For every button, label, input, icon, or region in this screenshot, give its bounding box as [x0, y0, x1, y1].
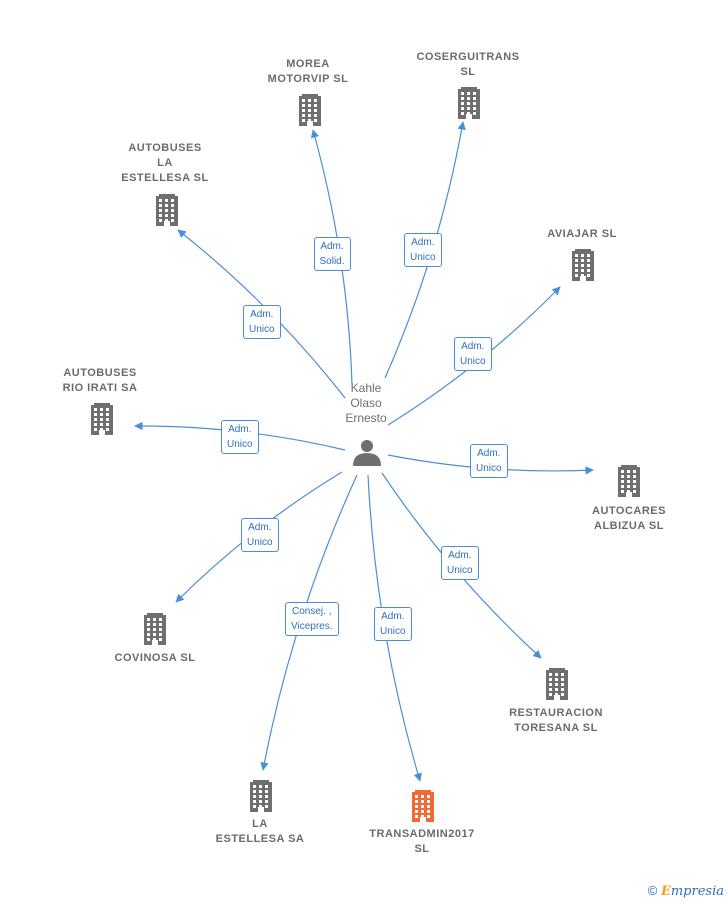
role-box-restauracion-toresana: Adm. Unico — [441, 546, 479, 580]
building-icon-autobuses-la-estellesa[interactable] — [156, 194, 178, 226]
company-label-la-estellesa[interactable]: LA ESTELLESA SA — [215, 818, 305, 845]
role-box-covinosa: Adm. Unico — [241, 518, 279, 552]
building-icon-transadmin2017[interactable] — [412, 790, 434, 822]
company-label-covinosa[interactable]: COVINOSA SL — [114, 652, 196, 664]
role-box-aviajar: Adm. Unico — [454, 337, 492, 371]
role-box-coserguitrans: Adm. Unico — [404, 233, 442, 267]
company-label-restauracion-toresana[interactable]: RESTAURACION TORESANA SL — [509, 707, 603, 734]
company-label-autobuses-la-estellesa[interactable]: AUTOBUSES LA ESTELLESA SL — [121, 142, 209, 184]
role-box-transadmin2017: Adm. Unico — [374, 607, 412, 641]
company-label-coserguitrans[interactable]: COSERGUITRANS SL — [416, 51, 520, 78]
role-box-la-estellesa: Consej. , Vicepres. — [285, 602, 339, 636]
role-box-autobuses-la-estellesa: Adm. Unico — [243, 305, 281, 339]
building-icon-autocares-albizua[interactable] — [618, 465, 640, 497]
person-icon[interactable] — [353, 440, 381, 466]
role-box-autobuses-rio-irati: Adm. Unico — [221, 420, 259, 454]
role-box-autocares-albizua: Adm. Unico — [470, 444, 508, 478]
company-label-autobuses-rio-irati[interactable]: AUTOBUSES RIO IRATI SA — [62, 367, 138, 394]
center-person-name[interactable]: Kahle Olaso Ernesto — [345, 381, 387, 425]
brand-name: mpresia — [670, 884, 724, 899]
company-label-transadmin2017[interactable]: TRANSADMIN2017 SL — [369, 828, 475, 855]
building-icon-aviajar[interactable] — [572, 249, 594, 281]
building-icon-restauracion-toresana[interactable] — [546, 668, 568, 700]
building-icon-la-estellesa[interactable] — [250, 780, 272, 812]
building-icon-coserguitrans[interactable] — [458, 87, 480, 119]
role-box-morea: Adm. Solid. — [313, 237, 351, 271]
copyright-symbol: © — [647, 883, 658, 898]
brand-initial: E — [660, 884, 671, 899]
company-label-autocares-albizua[interactable]: AUTOCARES ALBIZUA SL — [592, 505, 666, 532]
building-icon-autobuses-rio-irati[interactable] — [91, 403, 113, 435]
building-icon-covinosa[interactable] — [144, 613, 166, 645]
company-label-aviajar[interactable]: AVIAJAR SL — [547, 228, 617, 240]
company-label-morea[interactable]: MOREA MOTORVIP SL — [267, 58, 349, 85]
empresia-watermark: © Empresia — [648, 883, 724, 899]
building-icon-morea[interactable] — [299, 94, 321, 126]
